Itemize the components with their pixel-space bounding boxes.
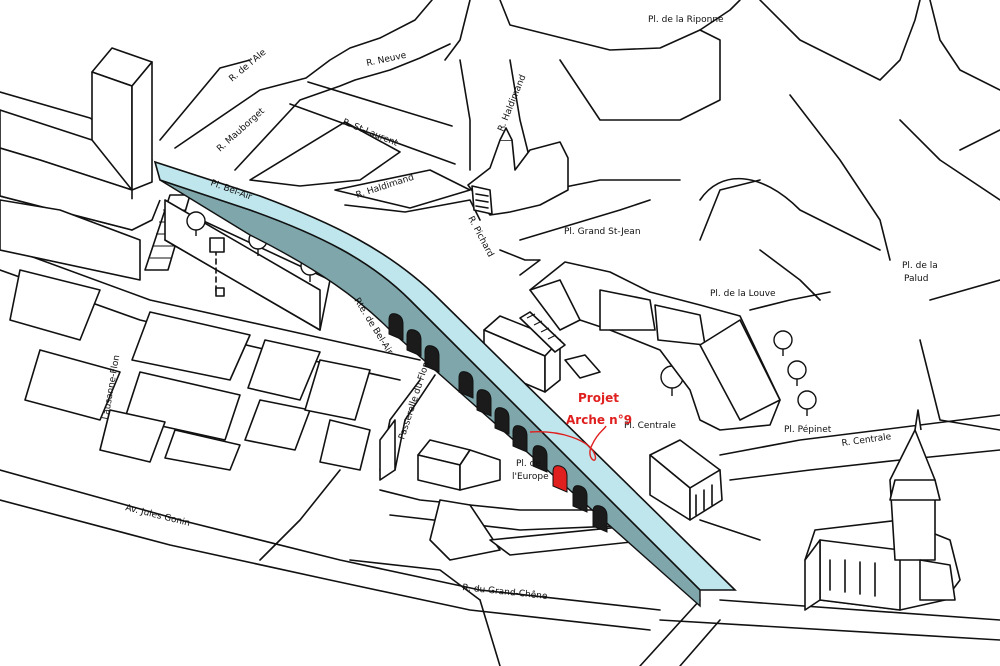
label-r-haldimand-2: R. Haldimand: [497, 73, 529, 133]
project-label-line1: Projet: [578, 391, 619, 405]
bridge-arch: [592, 505, 608, 533]
bridge-arch-highlighted: [552, 465, 568, 493]
bridge-arch: [512, 425, 528, 453]
street-labels: Pl. de la Riponne R. Neuve R. de l'Ale R…: [101, 15, 938, 602]
label-pl-palud-1: Pl. de la: [902, 261, 938, 271]
europe-stairs: [429, 499, 651, 561]
project-label-line2: Arche n°9: [566, 413, 632, 427]
bridge-arch: [572, 485, 588, 513]
label-pl-riponne: Pl. de la Riponne: [648, 15, 724, 25]
label-pl-grand-st-jean: Pl. Grand St-Jean: [564, 227, 641, 237]
label-pl-pepinet: Pl. Pépinet: [784, 424, 832, 435]
project-callout-line: [529, 425, 607, 461]
label-pl-europe-2: l'Europe: [512, 472, 549, 482]
europe-buildings: [379, 419, 501, 491]
flon-blocks: [9, 269, 371, 471]
st-francois-church: [804, 409, 961, 611]
project-annotation: Projet Arche n°9: [529, 391, 632, 461]
label-r-grand-chene: R. du Grand-Chêne: [462, 582, 549, 602]
label-pl-centrale: Pl. Centrale: [624, 421, 676, 431]
label-pl-europe-1: Pl. de: [516, 459, 541, 469]
tree: [186, 211, 206, 236]
bridge-arch: [458, 371, 474, 399]
bridge-arch: [476, 389, 492, 417]
label-av-jules-gonin: Av. Jules Gonin: [124, 503, 191, 529]
label-r-ale: R. de l'Ale: [228, 47, 269, 84]
bridge-arches: [388, 313, 608, 533]
label-r-pichard: R. Pichard: [465, 215, 495, 259]
label-pl-louve: Pl. de la Louve: [710, 289, 776, 299]
bridge-arch: [494, 407, 510, 435]
label-r-st-laurent: R. St-Laurent: [341, 118, 400, 149]
tree: [787, 360, 807, 386]
label-pl-palud-2: Palud: [904, 274, 928, 284]
tree: [773, 330, 793, 356]
bel-air-lower-block: [164, 199, 331, 331]
label-passerelle-flon: Passerelle du Flon: [397, 361, 432, 441]
tree: [797, 390, 817, 416]
temple-building: [649, 439, 723, 521]
bridge-arch: [424, 345, 440, 373]
bridge-arch: [388, 313, 404, 341]
bridge-arch: [406, 329, 422, 357]
label-r-mauborget: R. Mauborget: [215, 106, 267, 154]
bridge-deck: [153, 160, 737, 591]
centrale-buildings: [483, 261, 781, 431]
bridge-arch: [532, 445, 548, 473]
centrale-stairs: [519, 311, 601, 379]
grand-pont-bridge: [153, 160, 737, 608]
st-laurent-church: [467, 127, 569, 216]
